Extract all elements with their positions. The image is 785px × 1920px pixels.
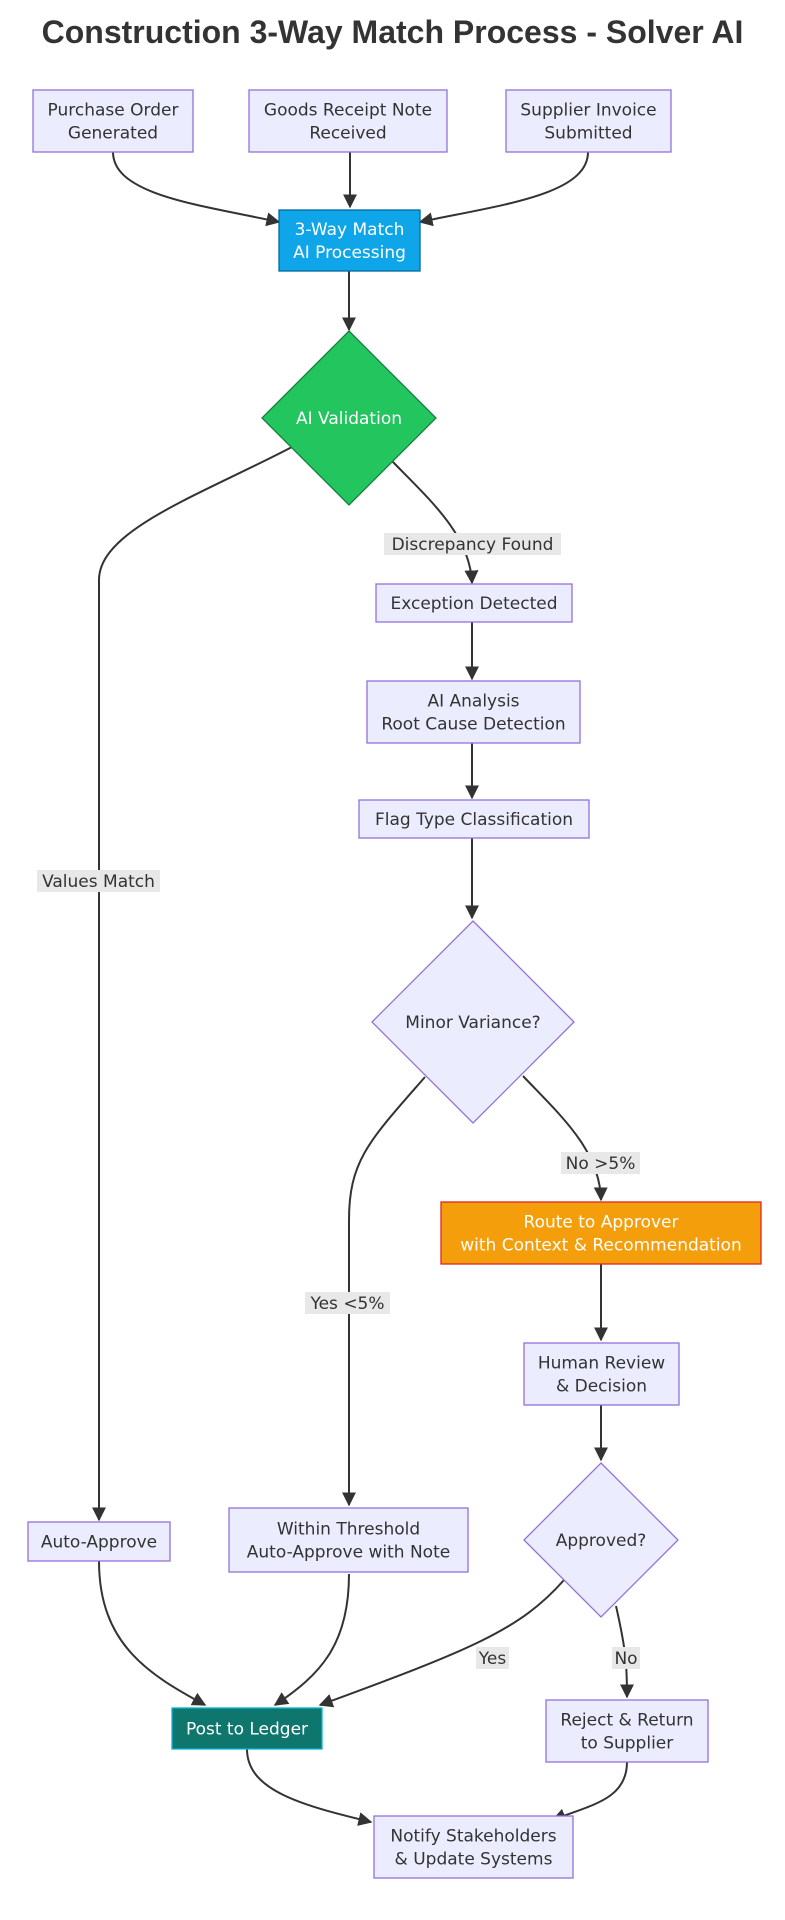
edge-invoice-to-match <box>418 151 589 227</box>
node-shape <box>371 920 575 1124</box>
svg-text:Discrepancy Found: Discrepancy Found <box>392 535 554 555</box>
node-label: Exception Detected <box>390 594 557 614</box>
node-label: Received <box>309 124 386 144</box>
node-label: Root Cause Detection <box>381 715 565 735</box>
node-shape <box>366 680 581 744</box>
node-shape <box>523 1462 679 1618</box>
edge-label-values-match: Values Match <box>37 870 160 892</box>
node-shape <box>375 583 573 623</box>
node-label: AI Validation <box>296 409 402 429</box>
node-label: Reject & Return <box>560 1711 693 1731</box>
node-shape <box>32 89 194 153</box>
node-label: AI Analysis <box>427 692 519 712</box>
node-label: Flag Type Classification <box>375 810 573 830</box>
node-route-to-approver: Route to Approver with Context & Recommen… <box>440 1201 762 1265</box>
edge-label-yes: Yes <box>476 1647 509 1669</box>
edge-validation-to-exception <box>391 460 479 585</box>
node-shape <box>373 1815 574 1879</box>
node-label: Goods Receipt Note <box>264 101 432 121</box>
node-approved: Approved? <box>523 1462 679 1618</box>
node-label: Notify Stakeholders <box>390 1827 556 1847</box>
node-label: Auto-Approve <box>41 1533 157 1553</box>
node-minor-variance: Minor Variance? <box>371 920 575 1124</box>
edge-threshold-to-ledger <box>273 1573 350 1706</box>
svg-text:No: No <box>614 1649 637 1669</box>
edge-label-yes-5: Yes <5% <box>305 1292 390 1314</box>
diagram-title: Construction 3-Way Match Process - Solve… <box>41 14 744 50</box>
edge-po-to-match <box>112 151 281 227</box>
node-exception-detected: Exception Detected <box>375 583 573 623</box>
edge-label-no-5: No >5% <box>561 1152 640 1174</box>
node-shape <box>505 89 672 153</box>
node-shape <box>248 89 448 153</box>
node-label: Within Threshold <box>277 1520 420 1540</box>
edge-label-no: No <box>612 1647 640 1669</box>
edge-labels: Discrepancy Found Values Match No >5% Ye… <box>37 533 640 1669</box>
node-label: with Context & Recommendation <box>460 1236 742 1256</box>
node-shape <box>358 799 590 839</box>
node-label: 3-Way Match <box>295 220 405 240</box>
node-notify: Notify Stakeholders & Update Systems <box>373 1815 574 1879</box>
edge-reject-to-notify <box>551 1761 628 1822</box>
node-shape <box>278 209 421 272</box>
node-label: & Update Systems <box>395 1850 553 1870</box>
node-human-review: Human Review & Decision <box>523 1342 680 1406</box>
node-shape <box>171 1707 323 1750</box>
node-label: Purchase Order <box>48 101 179 121</box>
node-label: Post to Ledger <box>186 1720 308 1740</box>
node-label: & Decision <box>556 1377 647 1397</box>
node-reject-return: Reject & Return to Supplier <box>545 1699 709 1763</box>
edge-label-discrepancy: Discrepancy Found <box>384 533 561 555</box>
node-shape <box>440 1201 762 1265</box>
node-flag-type: Flag Type Classification <box>358 799 590 839</box>
node-label: Route to Approver <box>524 1213 679 1233</box>
edge-approved-to-ledger <box>318 1579 565 1708</box>
node-label: Human Review <box>538 1354 665 1374</box>
node-label: AI Processing <box>293 243 406 263</box>
edge-variance-to-route <box>522 1075 608 1202</box>
node-shape <box>523 1342 680 1406</box>
edge-variance-to-threshold <box>342 1076 426 1507</box>
edge-ledger-to-notify <box>246 1748 373 1826</box>
node-label: Approved? <box>556 1531 647 1551</box>
node-label: Minor Variance? <box>405 1013 540 1033</box>
node-label: Auto-Approve with Note <box>247 1543 450 1563</box>
svg-text:No >5%: No >5% <box>566 1154 636 1174</box>
node-auto-approve: Auto-Approve <box>27 1521 171 1562</box>
node-label: Submitted <box>544 124 632 144</box>
node-post-to-ledger: Post to Ledger <box>171 1707 323 1750</box>
node-label: to Supplier <box>581 1734 674 1754</box>
node-label: Supplier Invoice <box>520 101 656 121</box>
svg-text:Yes <5%: Yes <5% <box>309 1294 384 1314</box>
node-shape <box>545 1699 709 1763</box>
node-label: Generated <box>68 124 158 144</box>
svg-text:Yes: Yes <box>478 1649 507 1669</box>
node-shape <box>261 330 437 506</box>
node-shape <box>27 1521 171 1562</box>
node-ai-validation: AI Validation <box>261 330 437 506</box>
node-three-way-match: 3-Way Match AI Processing <box>278 209 421 272</box>
svg-text:Values Match: Values Match <box>42 872 155 892</box>
node-shape <box>228 1507 469 1573</box>
edge-autoapprove-to-ledger <box>98 1560 207 1706</box>
edge-validation-to-autoapprove <box>92 446 293 1522</box>
